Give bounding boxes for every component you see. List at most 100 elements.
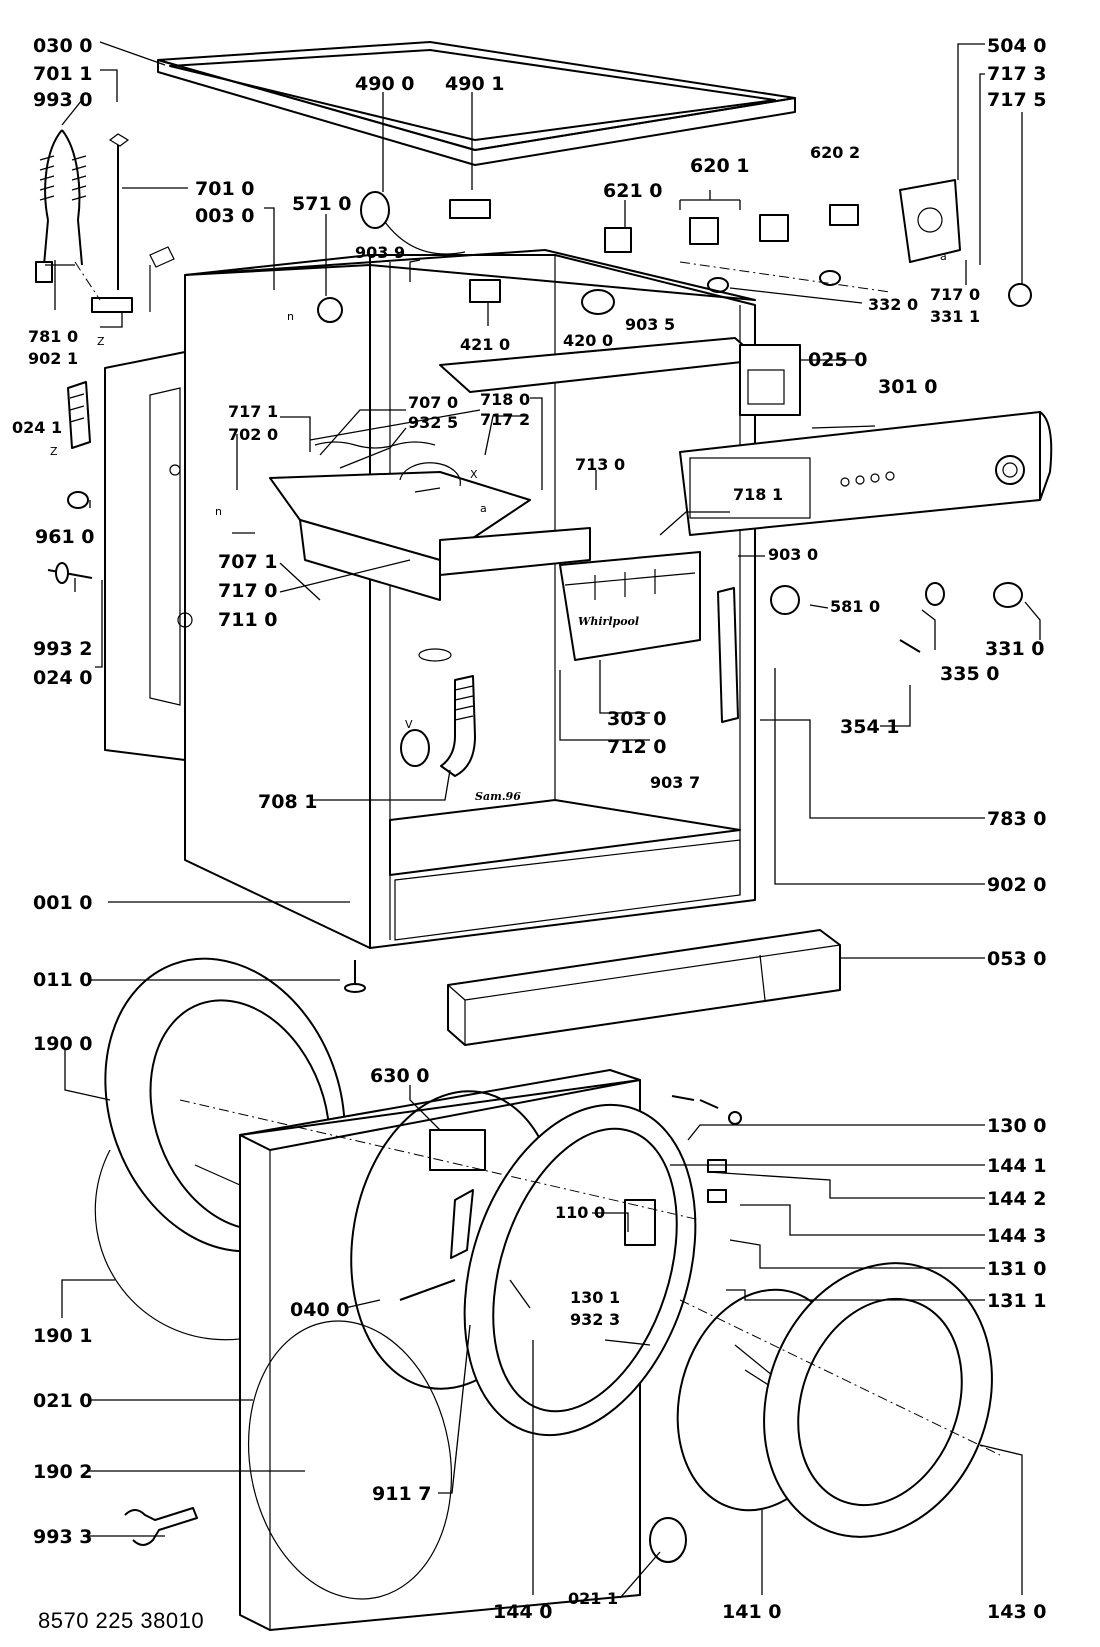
part-label: 718 0 [480,390,530,409]
pressure-switch-581 [770,585,800,615]
part-label: 621 0 [603,180,663,202]
part-label: 420 0 [563,331,613,350]
part-label: 024 1 [12,418,62,437]
part-label: 332 0 [868,295,918,314]
lamp-354 [899,639,921,653]
cabinet-001 [184,249,761,949]
foot-011 [344,960,366,993]
knob-331 [993,582,1023,608]
part-label: 717 0 [218,580,278,602]
lamp-332-b [819,270,841,286]
part-label: 903 7 [650,773,700,792]
part-label: 708 1 [258,791,318,813]
annotation-a-right: a [940,250,947,263]
screw-144-1 [671,1095,695,1101]
part-label: 021 1 [568,1589,618,1608]
part-label: 190 2 [33,1461,93,1483]
part-label: 581 0 [830,597,880,616]
part-label: 331 0 [985,638,1045,660]
part-label: 110 0 [555,1203,605,1222]
part-label: 707 1 [218,551,278,573]
part-label: 143 0 [987,1601,1047,1623]
door-hinge-ring-144 [463,1103,697,1437]
part-label: 993 2 [33,638,93,660]
annotation-a: a [480,502,487,515]
part-label: 190 1 [33,1325,93,1347]
screw-993-2 [47,562,93,584]
side-panel-024 [104,351,193,761]
part-labels: 030 0 701 1 993 0 490 0 490 1 504 0 717 … [12,35,1047,1623]
switch-620-a [689,217,719,245]
part-label: 354 1 [840,716,900,738]
part-label: 331 1 [930,307,980,326]
spring-040 [399,1279,456,1301]
part-label: 421 0 [460,335,510,354]
switch-620-2 [829,204,859,226]
valve-571 [317,297,343,323]
stamp-text: Sam.96 [475,790,521,803]
part-label: 024 0 [33,667,93,689]
part-label: 902 1 [28,349,78,368]
top-cover-030 [157,41,796,166]
part-label: 144 0 [493,1601,553,1623]
annotation-z-left: Z [97,335,105,348]
part-label: 932 3 [570,1310,620,1329]
hose-783 [717,587,739,723]
switch-620-b [759,214,789,242]
part-label: 011 0 [33,969,93,991]
part-label: 717 5 [987,89,1047,111]
part-label: 717 1 [228,402,278,421]
part-label: 993 0 [33,89,93,111]
part-label: 717 2 [480,410,530,429]
part-label: 701 0 [195,178,255,200]
part-label: 961 0 [35,526,95,548]
bracket-024-1 [67,381,91,449]
part-label: 144 3 [987,1225,1047,1247]
spring-144-2 [699,1099,719,1109]
part-label: 717 3 [987,63,1047,85]
part-label: 932 5 [408,413,458,432]
spanner-993-3 [124,1507,198,1546]
part-label: 130 0 [987,1115,1047,1137]
part-label: 131 1 [987,1290,1047,1312]
lamp-332-a [707,277,729,293]
part-label: 490 1 [445,73,505,95]
drain-hose-708 [400,648,476,777]
center-line-spring [74,261,101,301]
part-label: 301 0 [878,376,938,398]
switch-621 [604,227,632,253]
part-label: 030 0 [33,35,93,57]
part-label: 335 0 [940,663,1000,685]
interference-filter-490 [360,191,491,255]
part-label: 003 0 [195,205,255,227]
part-label: 190 0 [33,1033,93,1055]
part-label: 713 0 [575,455,625,474]
door-lock-630 [429,1129,486,1259]
part-label: 903 9 [355,243,405,262]
kick-plate-053 [447,929,841,1046]
brand-logo-text: Whirlpool [578,615,639,628]
annotation-n-upper: n [287,310,294,323]
cap-021-1 [649,1517,687,1563]
part-label: 702 0 [228,425,278,444]
annotation-x: X [470,468,478,481]
timer-504 [899,179,1032,307]
part-label: 131 0 [987,1258,1047,1280]
electronic-module-025 [739,344,801,416]
annotation-z-bracket: Z [50,445,58,458]
ring-961 [67,491,89,509]
part-label: 021 0 [33,1390,93,1412]
part-label: 053 0 [987,948,1047,970]
capacitor-421 [469,279,501,303]
part-label: 902 0 [987,874,1047,896]
hinge-pin-131-0 [707,1159,727,1173]
part-label: 025 0 [808,349,868,371]
part-label: 040 0 [290,1299,350,1321]
hinge-pin-131-1 [707,1189,727,1203]
part-label: 903 5 [625,315,675,334]
spring-assembly-993 [35,129,175,313]
door-ring-143 [763,1262,993,1538]
part-label: 718 1 [733,485,783,504]
part-label: 993 3 [33,1526,93,1548]
